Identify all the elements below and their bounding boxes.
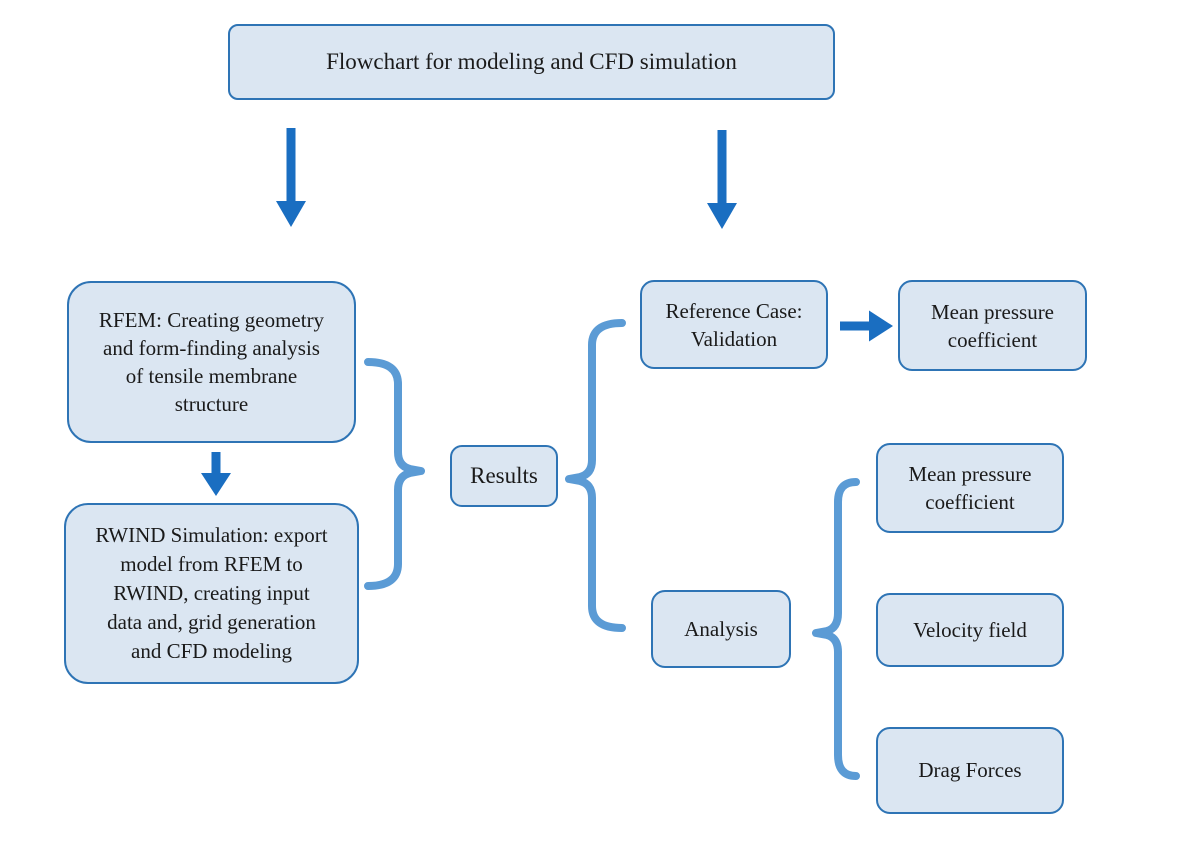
node-results-label: Results (470, 463, 538, 488)
split-brace-from-results (565, 319, 626, 632)
node-velocity-field-label: Velocity field (913, 617, 1027, 642)
node-velocity-field: Velocity field (876, 593, 1064, 667)
node-mean-pressure-coefficient-analysis: Mean pressure coefficient (876, 443, 1064, 533)
node-reference-case-label: Reference Case: Validation (665, 298, 803, 351)
node-reference-case: Reference Case: Validation (640, 280, 828, 369)
node-mean-pressure-coefficient-analysis-label: Mean pressure coefficient (908, 462, 1032, 514)
gather-brace-to-results (364, 358, 425, 590)
node-mean-pressure-coefficient-validation-label: Mean pressure coefficient (930, 299, 1055, 352)
title-box: Flowchart for modeling and CFD simulatio… (228, 24, 835, 100)
down-arrow-title-to-rfem (276, 128, 306, 227)
node-analysis-label: Analysis (684, 616, 758, 641)
node-rwind-simulation: RWIND Simulation: export model from RFEM… (64, 503, 359, 684)
node-results: Results (450, 445, 558, 507)
right-arrow-refcase-to-mpc (840, 310, 893, 342)
node-rfem-label: RFEM: Creating geometry and form-finding… (98, 308, 325, 416)
down-arrow-title-to-refcase (707, 130, 737, 229)
node-analysis: Analysis (651, 590, 791, 668)
node-drag-forces-label: Drag Forces (918, 758, 1022, 782)
node-mean-pressure-coefficient-validation: Mean pressure coefficient (898, 280, 1087, 371)
split-brace-from-analysis (812, 478, 860, 780)
node-rwind-simulation-label: RWIND Simulation: export model from RFEM… (95, 523, 328, 663)
node-drag-forces: Drag Forces (876, 727, 1064, 814)
node-rfem: RFEM: Creating geometry and form-finding… (67, 281, 356, 443)
title-label: Flowchart for modeling and CFD simulatio… (326, 49, 737, 74)
down-arrow-rfem-to-rwind (201, 452, 231, 496)
